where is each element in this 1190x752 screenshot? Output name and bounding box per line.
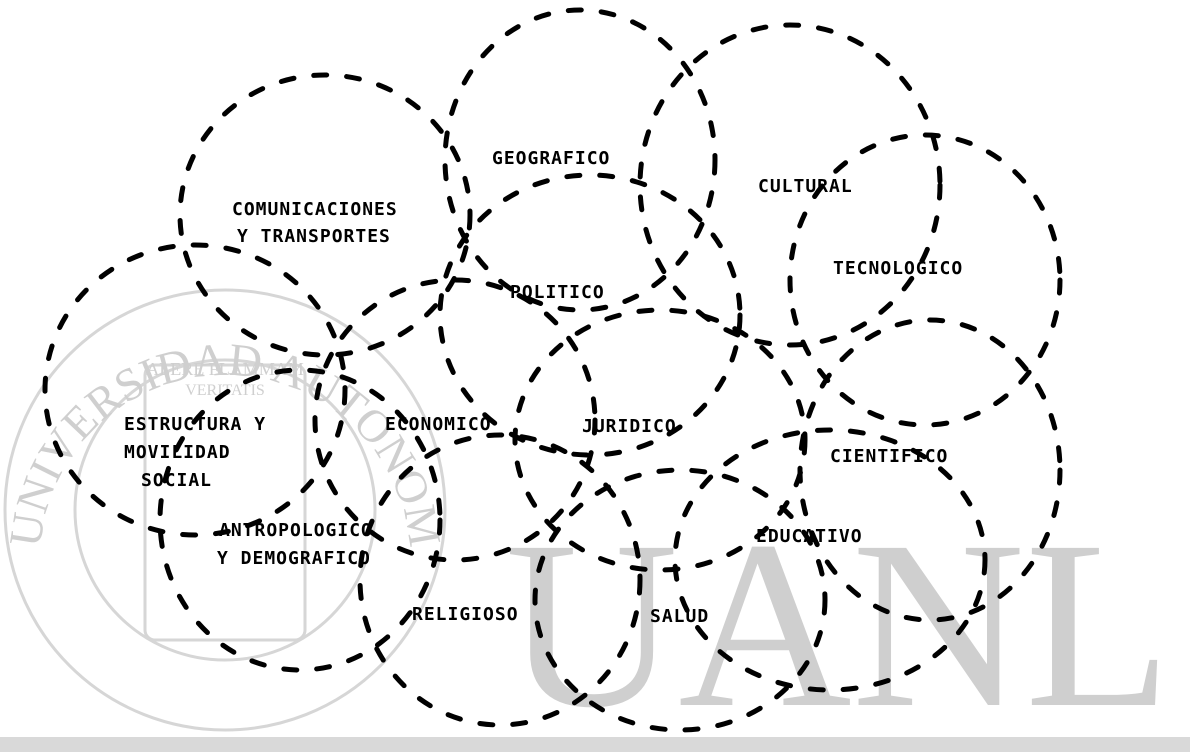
shield-icon xyxy=(143,363,307,642)
label-cultural: CULTURAL xyxy=(758,176,853,197)
motto-line1: ALERE FLAMMAM xyxy=(146,359,304,379)
label-antropologico-1: ANTROPOLOGICO xyxy=(219,520,373,541)
circle-estructura xyxy=(42,242,348,538)
label-estructura-1: ESTRUCTURA Y xyxy=(124,414,266,435)
label-salud: SALUD xyxy=(650,606,709,627)
circle-tecnologico xyxy=(787,132,1063,428)
circle-educativo xyxy=(672,427,988,693)
circle-comunicaciones xyxy=(177,72,473,358)
label-juridico: JURIDICO xyxy=(582,416,677,437)
label-tecnologico: TECNOLOGICO xyxy=(833,258,963,279)
bottom-band xyxy=(0,737,1190,752)
label-estructura-3: SOCIAL xyxy=(141,470,212,491)
label-educativo: EDUCATIVO xyxy=(756,526,863,547)
circle-salud xyxy=(532,467,828,733)
diagram-labels: COMUNICACIONES Y TRANSPORTES GEOGRAFICO … xyxy=(124,148,963,627)
circle-politico xyxy=(437,172,743,458)
label-comunicaciones-1: COMUNICACIONES xyxy=(232,199,398,220)
label-antropologico-2: Y DEMOGRAFICO xyxy=(217,548,371,569)
label-economico: ECONOMICO xyxy=(385,414,492,435)
label-comunicaciones-2: Y TRANSPORTES xyxy=(237,226,391,247)
seal-ring-text: UNIVERSIDAD AUTONOMA DE NUEVO LEON xyxy=(0,0,451,550)
label-religioso: RELIGIOSO xyxy=(412,604,519,625)
dashed-circles xyxy=(42,7,1063,733)
circle-religioso xyxy=(357,432,643,728)
label-cientifico: CIENTIFICO xyxy=(830,446,948,467)
label-geografico: GEOGRAFICO xyxy=(492,148,610,169)
circle-geografico xyxy=(442,7,718,313)
university-seal-watermark: ALERE FLAMMAM VERITATIS UNIVERSIDAD AUTO… xyxy=(0,0,451,732)
circle-antropologico xyxy=(157,367,443,673)
circle-cultural xyxy=(637,22,943,348)
circle-economico xyxy=(312,277,598,563)
uanl-watermark: UANL xyxy=(505,491,1172,752)
label-estructura-2: MOVILIDAD xyxy=(124,442,231,463)
label-politico: POLITICO xyxy=(510,282,605,303)
circle-cientifico xyxy=(797,317,1063,623)
